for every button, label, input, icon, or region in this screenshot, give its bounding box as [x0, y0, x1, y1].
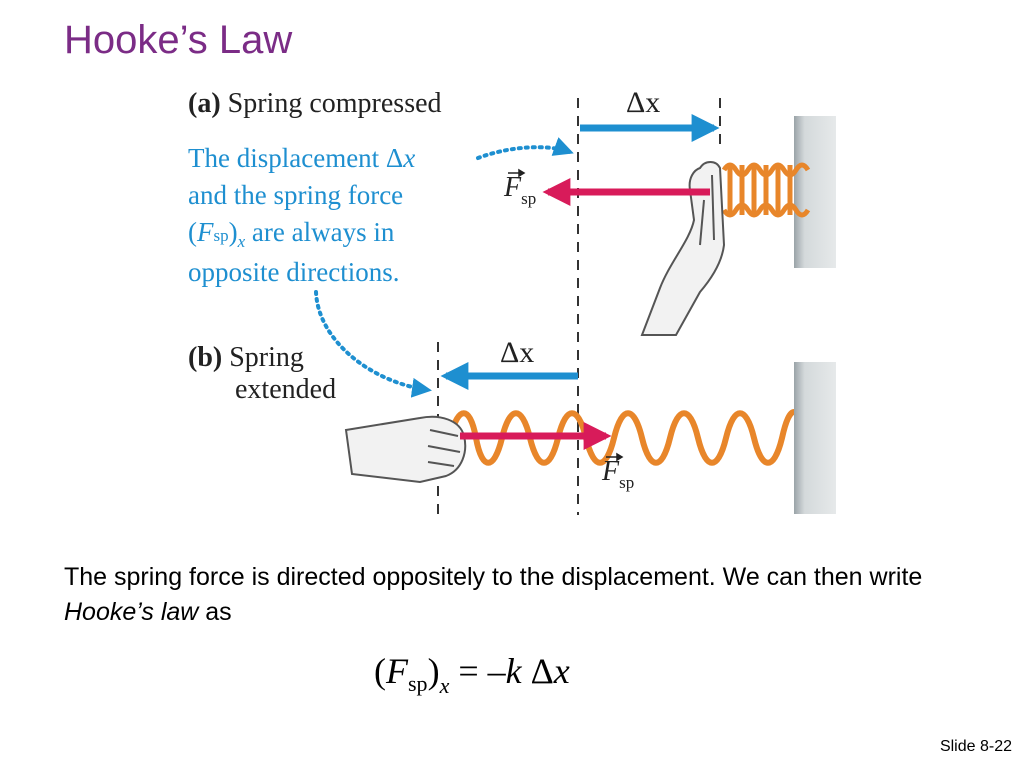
note-line4: opposite directions.: [188, 257, 400, 287]
eq-sp: sp: [408, 671, 428, 696]
panel-a-caption: Spring compressed: [227, 88, 442, 119]
direction-note: The displacement Δx and the spring force…: [188, 140, 415, 291]
force-subscript-b: sp: [619, 473, 635, 492]
pushing-hand: [640, 161, 726, 336]
pointer-arrow-bottom: [314, 290, 432, 398]
panel-a-letter: (a): [188, 88, 221, 119]
explanation-part1: The spring force is directed oppositely …: [64, 563, 923, 591]
eq-k: k: [505, 651, 522, 691]
panel-b-letter: (b): [188, 342, 223, 373]
compressed-spring: [721, 162, 811, 218]
eq-x-sub: x: [439, 673, 450, 698]
panel-b-caption-line1: Spring: [229, 342, 304, 373]
hookes-law-equation: (Fsp)x = –k Δx: [374, 650, 570, 698]
note-line1-var: x: [403, 143, 416, 173]
note-paren-close: ): [228, 217, 238, 247]
pulling-hand: [344, 415, 467, 484]
force-subscript-a: sp: [521, 189, 537, 208]
panel-b-force-label: Fsp: [602, 456, 634, 492]
hookes-law-term: Hooke’s law: [64, 598, 199, 626]
note-line1-prefix: The displacement Δ: [188, 143, 404, 173]
wall-b: [794, 362, 836, 514]
panel-a-dx-label: Δx: [626, 86, 661, 119]
eq-close: ): [427, 651, 440, 691]
note-line3-rest: are always in: [245, 217, 395, 247]
note-F: F: [197, 217, 214, 247]
extended-spring: [447, 409, 795, 466]
eq-delta: Δ: [521, 651, 554, 691]
note-sp: sp: [213, 226, 229, 245]
eq-x: x: [553, 651, 570, 691]
eq-rhs: = –: [449, 651, 506, 691]
vector-arrow-b: [606, 452, 624, 462]
slide-number: Slide 8-22: [939, 738, 1012, 755]
vector-arrow-a: [508, 168, 526, 178]
force-symbol-a: F: [504, 172, 522, 203]
note-paren-open: (: [188, 217, 197, 247]
slide-title: Hooke’s Law: [64, 18, 293, 62]
explanation-text: The spring force is directed oppositely …: [64, 560, 964, 630]
hookes-law-figure: [314, 98, 836, 515]
note-x-sub: x: [237, 232, 246, 251]
panel-a-force-label: Fsp: [504, 172, 536, 208]
wall-a: [794, 116, 836, 268]
panel-b-caption-line2: extended: [235, 374, 337, 405]
panel-b-dx-label: Δx: [500, 336, 535, 369]
pointer-arrow-top: [476, 137, 574, 160]
force-symbol-b: F: [602, 456, 620, 487]
explanation-part2: as: [198, 598, 232, 626]
eq-open: (: [374, 651, 386, 691]
panel-a-heading: (a) Spring compressed: [188, 88, 442, 120]
eq-F: F: [386, 651, 408, 691]
note-line2: and the spring force: [188, 180, 404, 210]
panel-b-heading: (b) Spring extended: [188, 342, 336, 406]
